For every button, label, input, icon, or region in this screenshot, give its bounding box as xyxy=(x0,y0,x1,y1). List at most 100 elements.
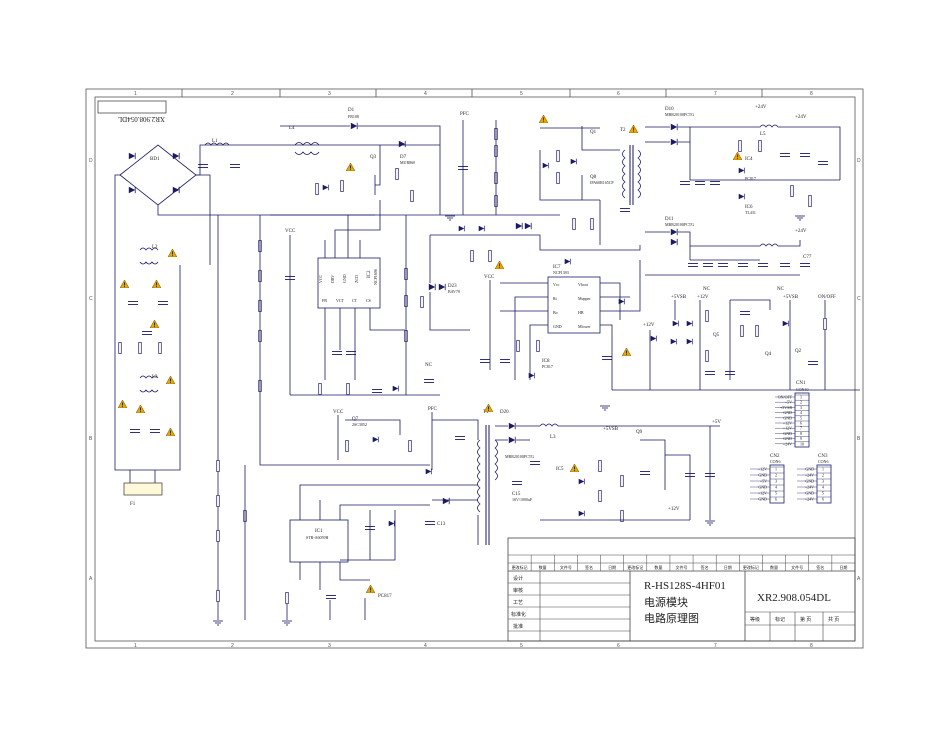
module-name: 电源模块 xyxy=(644,595,688,609)
row-label: C xyxy=(89,296,93,302)
secondary-24v: D10 MBR20100FCTG D11 MBR20100FCTG +24V +… xyxy=(645,105,841,292)
pin-number: 5 xyxy=(800,415,802,420)
col-label: 3 xyxy=(328,643,331,649)
t2-label: T2 xyxy=(620,128,626,133)
q1-label: Q1 xyxy=(590,130,597,135)
d1-part: FR108 xyxy=(348,114,359,119)
pfc-rail: PFC xyxy=(460,112,470,117)
pc2-label: PC817 xyxy=(542,364,553,369)
ic7-pin: Rt xyxy=(553,296,558,301)
bridge-label: BD1 xyxy=(150,157,160,162)
d10-label: D10 xyxy=(665,107,674,112)
col-label: 7 xyxy=(714,643,717,649)
col-label: 4 xyxy=(424,91,427,97)
ic7-label: IC7 xyxy=(553,265,561,270)
plus5vsb-3: +5VSB xyxy=(603,427,619,432)
footer-mark: 标记 xyxy=(775,616,785,623)
ic2-pin: VCC xyxy=(318,274,323,283)
pin-number: 2 xyxy=(775,473,777,478)
mirrored-drawing-number: XR2.908.054DL xyxy=(118,115,165,123)
revision-header: 文件号 xyxy=(560,564,572,570)
pin-number: 5 xyxy=(775,491,777,496)
row-label: D xyxy=(89,158,93,164)
ic-5vsb-label: IC5 xyxy=(556,467,564,472)
c15-part: 16V/1000uF xyxy=(512,497,533,502)
row-label: A xyxy=(857,576,861,582)
pin-number: 3 xyxy=(822,479,824,484)
pin-number: 2 xyxy=(800,400,802,405)
pfc-section: L4 D1 FR108 D7 MUR860 Q3 PFC IC2 NCP1606… xyxy=(258,108,560,466)
title-block: 更改标记数量文件号签名日期更改标记数量文件号签名日期更改标记数量文件号签名日期 … xyxy=(507,537,856,642)
t1-label: T1 xyxy=(483,410,489,415)
footer-total: 共 页 xyxy=(828,616,839,623)
fuse-connector xyxy=(123,482,163,496)
q7-part: 2SC3052 xyxy=(352,422,367,427)
revision-header: 日期 xyxy=(608,564,616,570)
ic6-part: TL431 xyxy=(745,210,756,215)
ic7-pin: Mlower xyxy=(578,324,591,329)
cn3-label: CN3 xyxy=(818,454,828,459)
revision-header: 数量 xyxy=(539,564,547,570)
revision-header: 更改标记 xyxy=(743,564,759,570)
ic7-pin: Bo xyxy=(553,310,558,315)
d20-part: MBR20100FCTG xyxy=(505,454,534,459)
ic1-box xyxy=(289,519,349,563)
role-process: 工艺 xyxy=(513,600,523,606)
nc-label-2: NC xyxy=(703,287,711,292)
ic2-part: NCP1606 xyxy=(373,269,378,285)
cn1-label: CN1 xyxy=(796,381,806,386)
ic4-label: IC4 xyxy=(745,157,753,162)
column-ruler: 1 2 3 4 5 6 7 8 1 2 3 4 5 6 7 8 xyxy=(134,89,813,649)
nc-label-3: NC xyxy=(777,287,785,292)
col-label: 6 xyxy=(617,91,620,97)
pin-number: 3 xyxy=(800,405,802,410)
plus5vsb-1: +5VSB xyxy=(671,295,687,300)
title-drawing-number: XR2.908.054DL xyxy=(757,592,831,604)
revision-header: 数量 xyxy=(770,564,778,570)
revision-header: 签名 xyxy=(816,564,824,570)
q8-part: IPA60R165CP xyxy=(590,180,614,185)
l3-label: L3 xyxy=(152,375,158,380)
regulator-section: +5VSB +12V +12V +5VSB ON/OFF Q5 Q4 Q2 xyxy=(600,295,860,411)
ic8-label: IC8 xyxy=(542,359,550,364)
ic1-label: IC1 xyxy=(315,529,323,534)
pin-number: 4 xyxy=(822,485,824,490)
footer-page: 第 页 xyxy=(800,616,811,623)
mirrored-number-box xyxy=(97,100,167,114)
c13-label: C13 xyxy=(437,522,446,527)
ic7-box xyxy=(547,276,601,334)
plus24v-mid: +24V xyxy=(795,229,807,234)
row-label: B xyxy=(857,436,861,442)
pin-number: 8 xyxy=(800,431,802,436)
standby-section: VCC PFC Q7 2SC3052 T1 C13 IC1 STR-A6059H… xyxy=(213,215,498,626)
col-label: 2 xyxy=(231,91,234,97)
plus12v-1: +12V xyxy=(697,295,709,300)
pin-number: 2 xyxy=(822,473,824,478)
role-design: 设计 xyxy=(513,575,523,582)
outer-frame xyxy=(85,88,864,649)
output-5vsb: D20 MBR20100FCTG C15 16V/1000uF L3 +5VSB… xyxy=(495,410,721,526)
ic7-pin: Vboot xyxy=(578,282,589,287)
q3-label: Q3 xyxy=(370,155,377,160)
col-label: 5 xyxy=(520,91,523,97)
vcc-rail-2: VCC xyxy=(484,275,495,280)
l1-label: L1 xyxy=(212,139,218,144)
revision-header: 签名 xyxy=(701,564,709,570)
pin-number: 6 xyxy=(800,421,802,426)
col-label: 8 xyxy=(810,643,813,649)
revision-header: 日期 xyxy=(839,564,847,570)
d1-label: D1 xyxy=(348,108,355,113)
pin-number: 3 xyxy=(775,479,777,484)
role-review: 审核 xyxy=(513,587,523,594)
col-label: 7 xyxy=(714,91,717,97)
row-label: A xyxy=(89,576,93,582)
plus24v-top: +24V xyxy=(755,105,767,110)
revision-header: 日期 xyxy=(724,564,732,570)
revision-header: 更改标记 xyxy=(627,564,643,570)
pin-number: 5 xyxy=(822,491,824,496)
pin-number: 9 xyxy=(800,436,802,441)
ic2-pin: CS xyxy=(366,298,371,303)
col-label: 8 xyxy=(810,91,813,97)
